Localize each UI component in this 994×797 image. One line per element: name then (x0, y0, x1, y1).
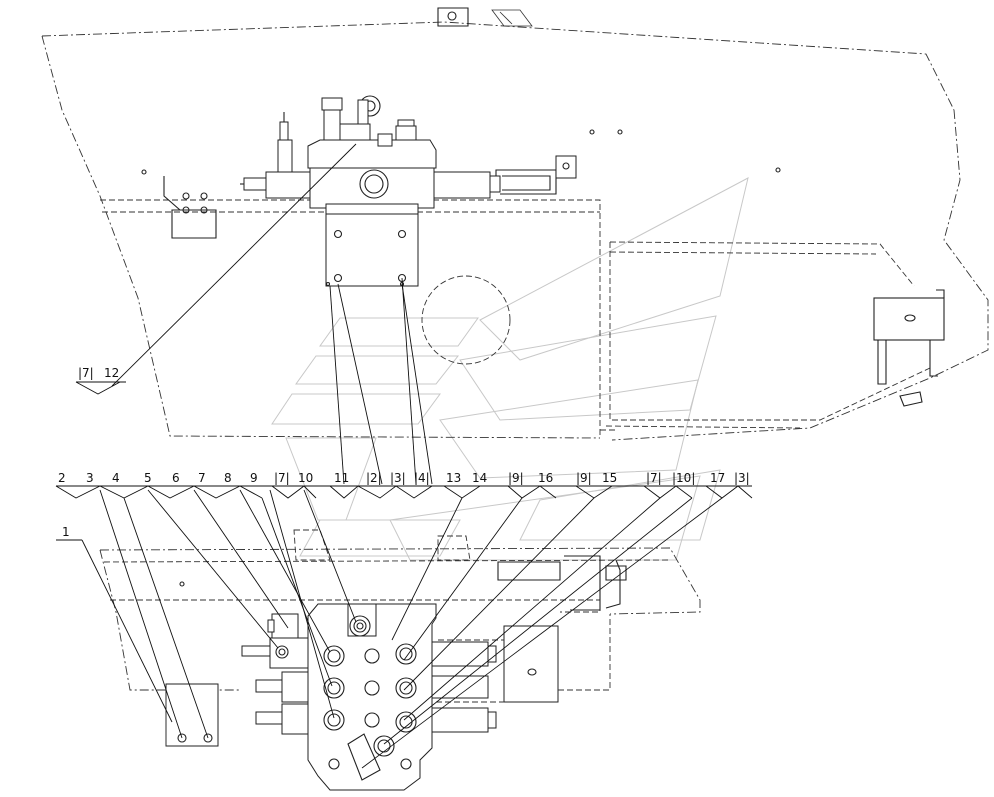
lower-valve-assembly (241, 603, 497, 791)
callout-6: 6 (172, 471, 180, 485)
callout-16: 16 (538, 471, 553, 485)
callout-12: |2| (366, 471, 382, 485)
callout-14a: |4| (414, 471, 430, 485)
cross-view-leaders (329, 277, 433, 485)
callout-7: 7 (198, 471, 206, 485)
callout-110: |10| (672, 471, 695, 485)
callout-2: 2 (58, 471, 66, 485)
lower-callout-labels: 2 3 4 5 6 7 8 9 |7| 10 11 |2| |3| |4| 13… (58, 471, 750, 539)
callout-19b: |9| (576, 471, 592, 485)
watermark (271, 177, 749, 561)
callout-1: 1 (62, 525, 70, 539)
callout-13b: |3| (734, 471, 750, 485)
callout-upper-17: |7| (78, 366, 94, 380)
callout-9: 9 (250, 471, 258, 485)
upper-valve-assembly (240, 95, 577, 287)
callout-3: 3 (86, 471, 94, 485)
upper-frame-outline (41, 7, 989, 441)
callout-13a: |3| (390, 471, 406, 485)
callout-upper-12: 12 (104, 366, 119, 380)
callout-10: 10 (298, 471, 313, 485)
callout-17a: |7| (274, 471, 290, 485)
callout-8: 8 (224, 471, 232, 485)
callout-15: 15 (602, 471, 617, 485)
callout-13: 13 (446, 471, 461, 485)
callout-14: 14 (472, 471, 487, 485)
callout-11: 11 (334, 471, 349, 485)
callout-4: 4 (112, 471, 120, 485)
upper-callout-group: |7| 12 (75, 143, 357, 395)
callout-17: 17 (710, 471, 725, 485)
callout-17b: |7| (646, 471, 662, 485)
callout-5: 5 (144, 471, 152, 485)
lower-callout-leaders (55, 485, 753, 769)
callout-19a: |9| (508, 471, 524, 485)
